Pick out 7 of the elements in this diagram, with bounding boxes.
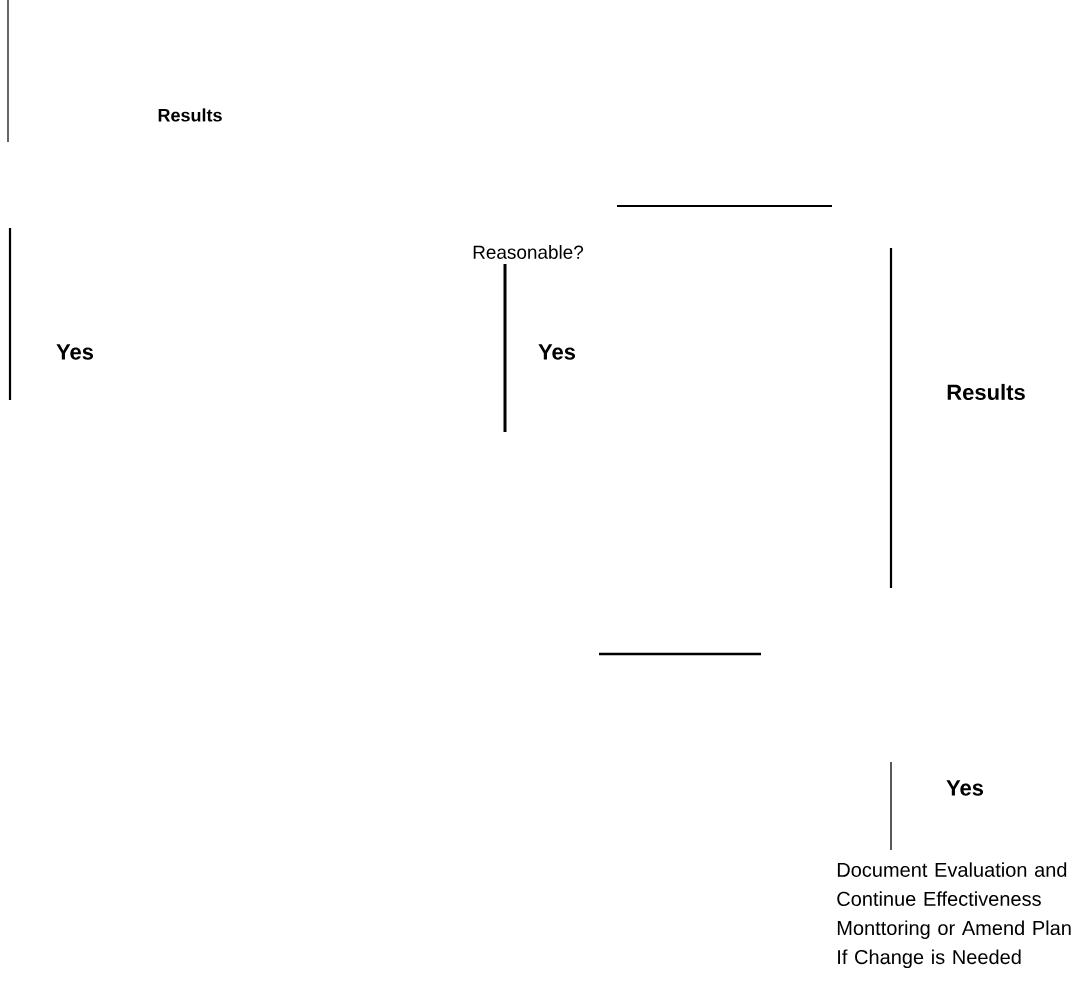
results-label: Results bbox=[947, 383, 1025, 401]
answer-label: Yes bbox=[56, 344, 94, 360]
answer-label: Yes bbox=[946, 780, 984, 796]
note-text: Document Evaluation and Continue Effectiveness Monttoring or Amend Plan If Change is Needed bbox=[837, 862, 1071, 969]
question-label: Reasonable? bbox=[473, 245, 584, 259]
results-label: Results bbox=[158, 108, 222, 122]
answer-label: Yes bbox=[538, 344, 576, 360]
